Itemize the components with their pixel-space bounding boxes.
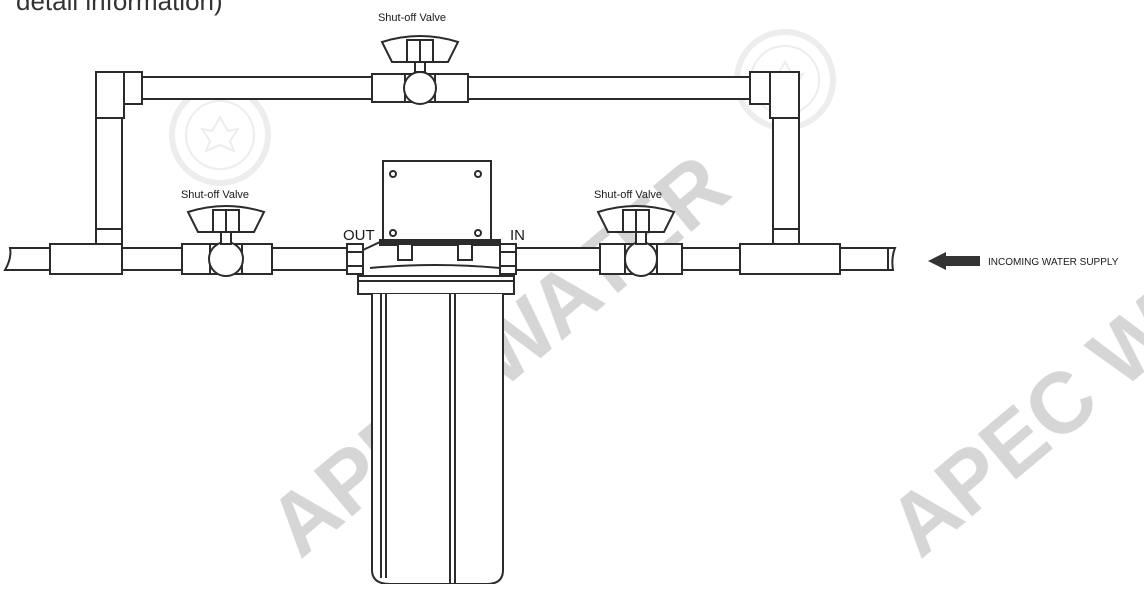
right-tee-fitting	[739, 228, 841, 275]
page-heading: detail information)	[16, 0, 223, 16]
left-tee-fitting	[49, 228, 123, 275]
flow-direction-arrow-icon	[928, 252, 980, 270]
valve-label-top: Shut-off Valve	[378, 12, 446, 24]
left-shutoff-valve	[181, 205, 273, 277]
top-shutoff-valve	[371, 35, 469, 105]
outlet-label: OUT	[343, 227, 375, 244]
watermark-seal-icon	[169, 84, 271, 186]
filter-head	[346, 239, 517, 295]
incoming-supply-label: INCOMING WATER SUPPLY	[988, 257, 1119, 268]
filter-mounting-bracket	[382, 160, 492, 244]
bypass-left-riser	[95, 71, 143, 230]
valve-label-left: Shut-off Valve	[181, 189, 249, 201]
watermark-group: APEC WATER APEC WATER	[169, 29, 1144, 575]
inlet-label: IN	[510, 227, 525, 244]
watermark-text: APEC WATER	[871, 137, 1144, 575]
filter-housing-canister	[371, 294, 504, 585]
right-shutoff-valve	[596, 205, 683, 277]
valve-label-right: Shut-off Valve	[594, 189, 662, 201]
bypass-right-riser	[749, 71, 800, 230]
